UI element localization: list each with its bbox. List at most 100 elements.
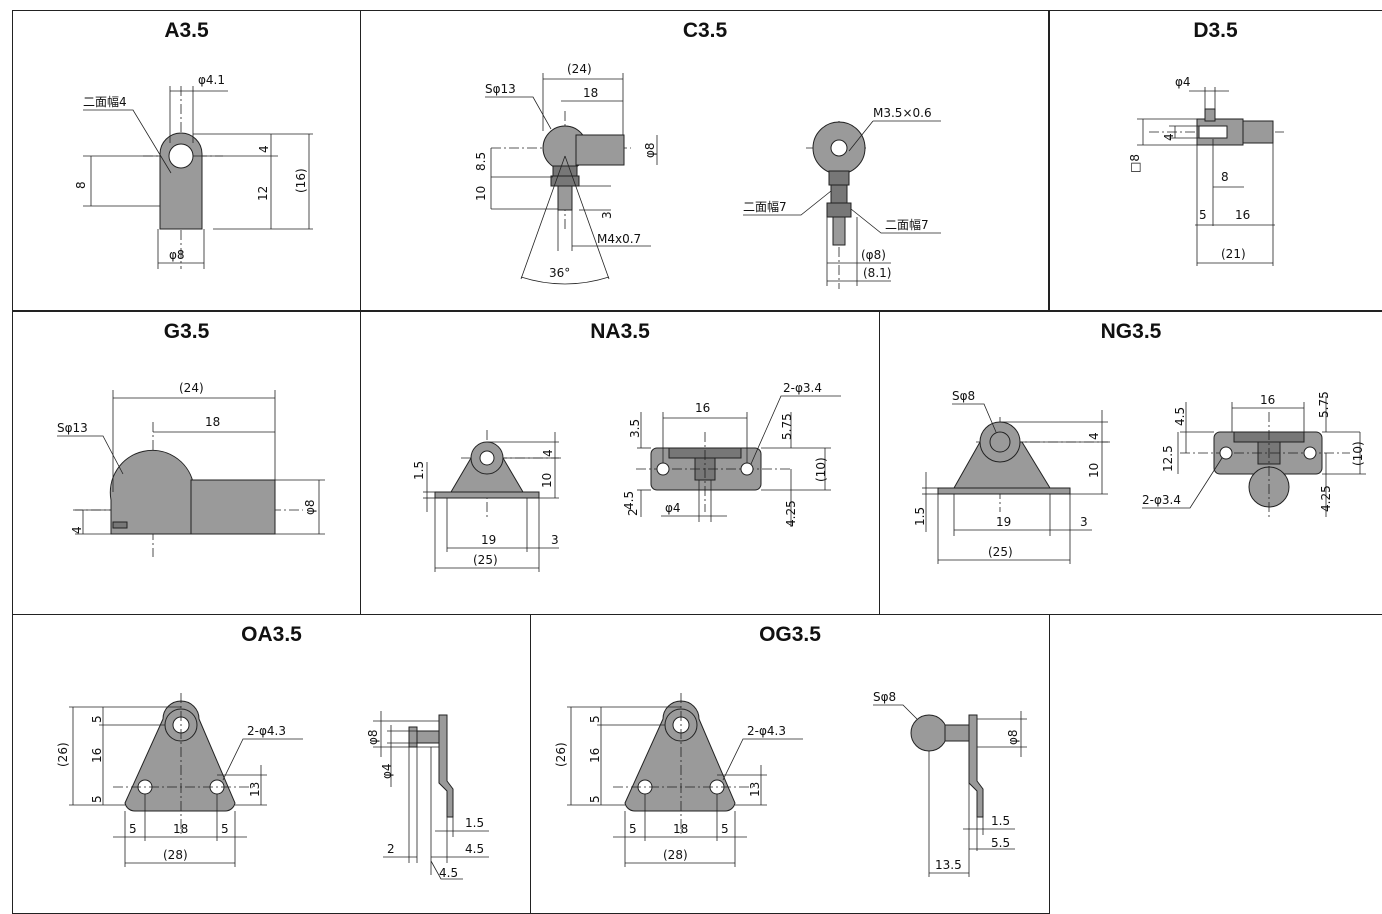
label-d4: 4 [257,145,271,153]
label-d25: (25) [988,545,1013,559]
label-d16: 16 [588,748,602,763]
label-d15: 1.5 [913,507,927,526]
panel-title: OA3.5 [241,623,302,646]
label-d2: 2 [387,842,395,856]
g35-drawing: (24) 18 Sφ13 4 φ8 [57,381,325,557]
label-d18: 18 [673,822,688,836]
label-d35: 3.5 [628,419,642,438]
panel-na35: NA3.5 4 10 1.5 19 3 (25) [360,311,880,615]
label-d3: 3 [551,533,559,547]
label-d15: 1.5 [465,816,484,830]
label-m35: M3.5×0.6 [873,106,932,120]
label-d575: 5.75 [780,413,794,440]
label-d18: 18 [173,822,188,836]
panel-ng35: NG3.5 Sφ8 4 10 1.5 19 3 (25) [879,311,1382,615]
label-d16: 16 [90,748,104,763]
label-d28: (28) [163,848,188,862]
label-d125: 12.5 [1161,445,1175,472]
label-d18: 18 [583,86,598,100]
na35-drawing: 4 10 1.5 19 3 (25) 16 2-φ3.4 3.5 5 [412,381,841,572]
label-d425: 4.25 [784,500,798,527]
label-d13: 13 [248,782,262,797]
label-d135: 13.5 [935,858,962,872]
label-d5b: 5 [588,795,602,803]
label-phi8b: (φ8) [861,248,886,262]
label-d5b: 5 [90,795,104,803]
panel-title: OG3.5 [759,623,821,646]
label-d19: 19 [996,515,1011,529]
label-d10b: (10) [1351,441,1365,466]
og35-drawing: (26) 5 16 5 2-φ4.3 13 5 18 5 (28) Sφ8 φ8 [554,690,1027,877]
label-d21: (21) [1221,247,1246,261]
label-phi8: φ8 [303,499,317,515]
label-d8: 8 [74,181,88,189]
label-deg36: 36° [549,266,570,280]
label-d26: (26) [56,742,70,767]
label-d2phi43: 2-φ4.3 [747,724,786,738]
label-d4: 4 [70,526,84,534]
label-sphi8: Sφ8 [952,389,975,403]
label-d24: (24) [567,62,592,76]
label-d2: 2 [626,508,640,516]
a35-drawing: φ4.1 二面幅4 4 12 (16) 8 φ8 [74,73,313,269]
label-d8: 8 [1221,170,1229,184]
label-d425: 4.25 [1319,485,1333,512]
panel-c35: C3.5 Sφ13 (24) 18 φ8 8.5 10 3 M4x0.7 [360,10,1050,311]
c35-drawing: Sφ13 (24) 18 φ8 8.5 10 3 M4x0.7 36° [474,62,941,289]
label-d5c: 5 [629,822,637,836]
label-nimen7b: 二面幅7 [885,217,929,232]
label-phi4: φ4 [1175,75,1191,89]
oa35-drawing: (26) 5 16 5 2-φ4.3 13 5 18 5 (28) φ8 φ4 [56,693,489,880]
label-d28: (28) [663,848,688,862]
label-d5a: 5 [588,715,602,723]
label-d12: 12 [256,186,270,201]
label-d24: (24) [179,381,204,395]
label-d5a: 5 [90,715,104,723]
panel-oa35: OA3.5 (26) 5 16 5 2-φ4.3 13 5 18 5 (28) [12,614,531,914]
label-d4: 4 [541,449,555,457]
panel-title: A3.5 [164,19,209,42]
label-d4: 4 [1087,432,1101,440]
ng35-drawing: Sφ8 4 10 1.5 19 3 (25) 16 [913,389,1366,564]
label-d81: (8.1) [863,266,891,280]
label-phi8: φ8 [1006,729,1020,745]
label-sq8: □8 [1128,154,1142,173]
label-d2phi34: 2-φ3.4 [783,381,822,395]
label-d10: 10 [474,186,488,201]
label-d15: 1.5 [991,814,1010,828]
label-phi4: φ4 [665,501,681,515]
panel-g35: G3.5 (24) 18 Sφ13 4 φ8 [12,311,361,615]
panel-title: NG3.5 [1100,320,1162,343]
label-d19: 19 [481,533,496,547]
label-d3: 3 [600,211,614,219]
label-phi8: φ8 [366,729,380,745]
label-d16: 16 [1235,208,1250,222]
label-d10: 10 [540,473,554,488]
label-d16: 16 [1260,393,1275,407]
panel-og35: OG3.5 (26) 5 16 5 2-φ4.3 13 5 18 5 (28) [530,614,1050,914]
label-d45: 4.5 [622,491,636,510]
label-phi4: φ4 [380,763,394,779]
label-d55: 5.5 [991,836,1010,850]
panel-d35: D3.5 φ4 4 □8 8 5 16 (21) [1048,10,1382,311]
label-d13: 13 [748,782,762,797]
label-d5d: 5 [721,822,729,836]
label-d10b: (10) [814,457,828,482]
label-m4: M4x0.7 [597,232,641,246]
label-d26: (26) [554,742,568,767]
label-sphi13: Sφ13 [485,82,516,96]
label-d3: 3 [1080,515,1088,529]
panel-title: NA3.5 [590,320,650,343]
label-d45a: 4.5 [465,842,484,856]
panel-title: C3.5 [682,19,728,42]
label-sphi13: Sφ13 [57,421,88,435]
label-d85: 8.5 [474,152,488,171]
label-d15: 1.5 [412,461,426,480]
label-d575: 5.75 [1317,391,1331,418]
panel-a35: A3.5 φ4.1 二面幅4 4 12 (16) 8 φ8 [12,10,361,311]
label-d16: (16) [294,168,308,193]
panel-empty [1049,614,1382,914]
panel-title: G3.5 [163,320,210,343]
label-d18: 18 [205,415,220,429]
label-d25: (25) [473,553,498,567]
